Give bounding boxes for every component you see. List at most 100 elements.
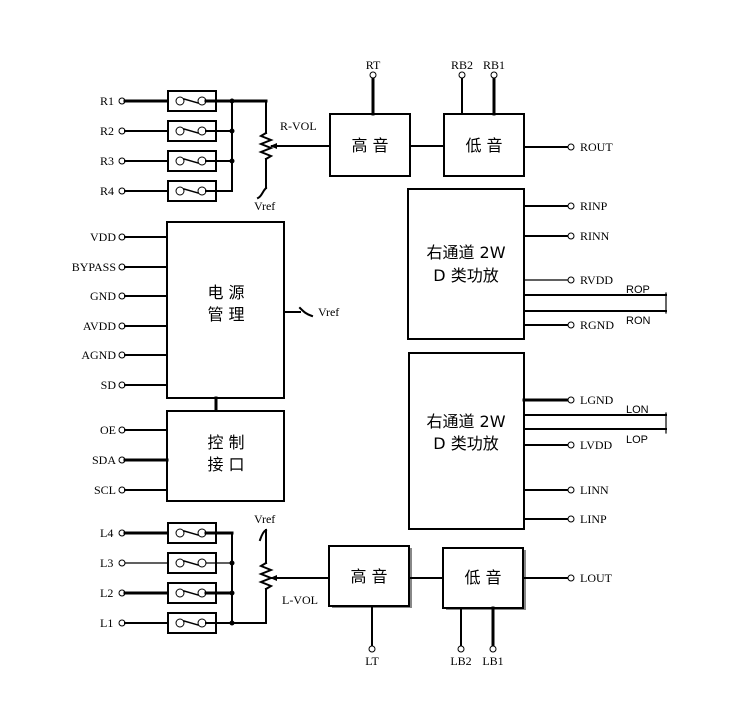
- pin-lout: [567, 574, 575, 582]
- right-bass-label: 低 音: [465, 136, 502, 155]
- switch-row-r4: R4: [100, 180, 233, 202]
- pin-rout: [567, 143, 575, 151]
- pin-rt: [369, 71, 377, 79]
- pin-scl: SCL: [94, 483, 168, 497]
- output-rop: ROP: [523, 284, 667, 296]
- potentiometer-r-vol: R-VOL Vref: [254, 100, 331, 213]
- potentiometer-l-vol: Vref L-VOL: [254, 512, 331, 624]
- pin-label-rb2: RB2: [451, 58, 473, 72]
- l-vref-label: Vref: [254, 512, 275, 526]
- svg-text:LVDD: LVDD: [580, 438, 613, 452]
- left-switch-bank: L4 L3 L2 L1: [100, 512, 331, 634]
- svg-text:RVDD: RVDD: [580, 273, 613, 287]
- svg-text:RON: RON: [626, 315, 651, 327]
- amp-top-line2: D 类功放: [433, 266, 498, 285]
- svg-text:GND: GND: [90, 289, 116, 303]
- power-label-line1: 电 源: [207, 283, 244, 302]
- right-treble-block: 高 音 RT: [329, 58, 411, 177]
- power-label-line2: 管 理: [207, 305, 244, 324]
- pin-gnd: GND: [90, 289, 168, 303]
- right-bass-block: 低 音 RB2 RB1 ROUT: [443, 58, 613, 177]
- pin-agnd: AGND: [81, 348, 168, 362]
- pin-rinn: RINN: [523, 229, 610, 243]
- amp-bottom-block: 右通道 2W D 类功放 LGND LON LOP LVDD LINN LINP: [408, 352, 667, 530]
- control-label-line2: 接 口: [207, 455, 244, 474]
- pin-label-l1: L1: [100, 616, 113, 630]
- amp-top-block: 右通道 2W D 类功放 RINP RINN RVDD ROP RON RGND: [407, 188, 667, 340]
- pin-linp: LINP: [523, 512, 607, 526]
- pin-label-rt: RT: [366, 58, 381, 72]
- switch-row-r3: R3: [100, 150, 235, 172]
- pin-label-r2: R2: [100, 124, 114, 138]
- pin-bypass: BYPASS: [72, 260, 168, 274]
- pin-label-lt: LT: [365, 654, 379, 668]
- svg-text:LON: LON: [626, 404, 649, 416]
- pin-label-rb1: RB1: [483, 58, 505, 72]
- pin-sd: SD: [101, 378, 168, 392]
- svg-text:RINN: RINN: [580, 229, 610, 243]
- svg-text:AGND: AGND: [81, 348, 116, 362]
- svg-text:AVDD: AVDD: [83, 319, 116, 333]
- svg-text:SDA: SDA: [92, 453, 116, 467]
- control-label-line1: 控 制: [207, 433, 244, 452]
- pin-rb2: [458, 71, 466, 79]
- svg-text:SCL: SCL: [94, 483, 116, 497]
- switch-row-l3: L3: [100, 552, 235, 574]
- r-vol-label: R-VOL: [280, 119, 317, 133]
- pin-label-r3: R3: [100, 154, 114, 168]
- control-interface-block: 控 制 接 口 OE SDA SCL: [92, 410, 285, 502]
- switch-row-l4: L4: [100, 522, 234, 544]
- output-lon: LON: [523, 404, 667, 416]
- right-switch-bank: R1 R2 R3: [100, 90, 331, 213]
- pin-sda: SDA: [92, 453, 169, 467]
- left-treble-label: 高 音: [350, 567, 387, 586]
- svg-text:SD: SD: [101, 378, 117, 392]
- pin-label-l3: L3: [100, 556, 113, 570]
- switch-row-l1: L1: [100, 612, 267, 634]
- pin-oe: OE: [100, 423, 168, 437]
- switch-row-r1: R1: [100, 90, 268, 112]
- switch-row-l2: L2: [100, 582, 235, 604]
- switch-row-r2: R2: [100, 120, 235, 142]
- pin-label-l2: L2: [100, 586, 113, 600]
- svg-text:VDD: VDD: [90, 230, 116, 244]
- amp-bottom-line2: D 类功放: [433, 434, 498, 453]
- svg-text:RINP: RINP: [580, 199, 608, 213]
- pin-lb2: [457, 645, 465, 653]
- svg-text:OE: OE: [100, 423, 116, 437]
- pin-rvdd: RVDD: [523, 273, 613, 287]
- amp-bottom-line1: 右通道 2W: [426, 412, 505, 431]
- amp-top-line1: 右通道 2W: [426, 243, 505, 262]
- svg-text:BYPASS: BYPASS: [72, 260, 116, 274]
- pin-lt: [368, 645, 376, 653]
- right-treble-label: 高 音: [351, 136, 388, 155]
- pin-rinp: RINP: [523, 199, 608, 213]
- output-ron: RON: [523, 310, 667, 327]
- svg-text:ROP: ROP: [626, 284, 650, 296]
- left-bass-label: 低 音: [464, 568, 501, 587]
- pin-label-lb2: LB2: [450, 654, 471, 668]
- pin-label-lout: LOUT: [580, 571, 613, 585]
- pin-label-r1: R1: [100, 94, 114, 108]
- pin-lvdd: LVDD: [523, 438, 613, 452]
- pin-label-rout: ROUT: [580, 140, 613, 154]
- pin-rgnd: RGND: [523, 318, 614, 332]
- power-vref-label: Vref: [318, 305, 339, 319]
- pin-label-l4: L4: [100, 526, 113, 540]
- svg-text:LINN: LINN: [580, 483, 609, 497]
- svg-text:LOP: LOP: [626, 434, 648, 446]
- pin-lb1: [489, 645, 497, 653]
- left-bass-block: 低 音 LB2 LB1 LOUT: [442, 547, 613, 668]
- pin-avdd: AVDD: [83, 319, 168, 333]
- r-vref-label: Vref: [254, 199, 275, 213]
- output-lop: LOP: [523, 428, 667, 446]
- pin-rb1: [490, 71, 498, 79]
- pin-lgnd: LGND: [522, 393, 614, 407]
- svg-text:LGND: LGND: [580, 393, 614, 407]
- power-management-block: 电 源 管 理 VDD BYPASS GND AVDD AGND SD: [72, 221, 339, 399]
- svg-text:LINP: LINP: [580, 512, 607, 526]
- pin-label-lb1: LB1: [482, 654, 503, 668]
- pin-label-r4: R4: [100, 184, 114, 198]
- svg-text:RGND: RGND: [580, 318, 614, 332]
